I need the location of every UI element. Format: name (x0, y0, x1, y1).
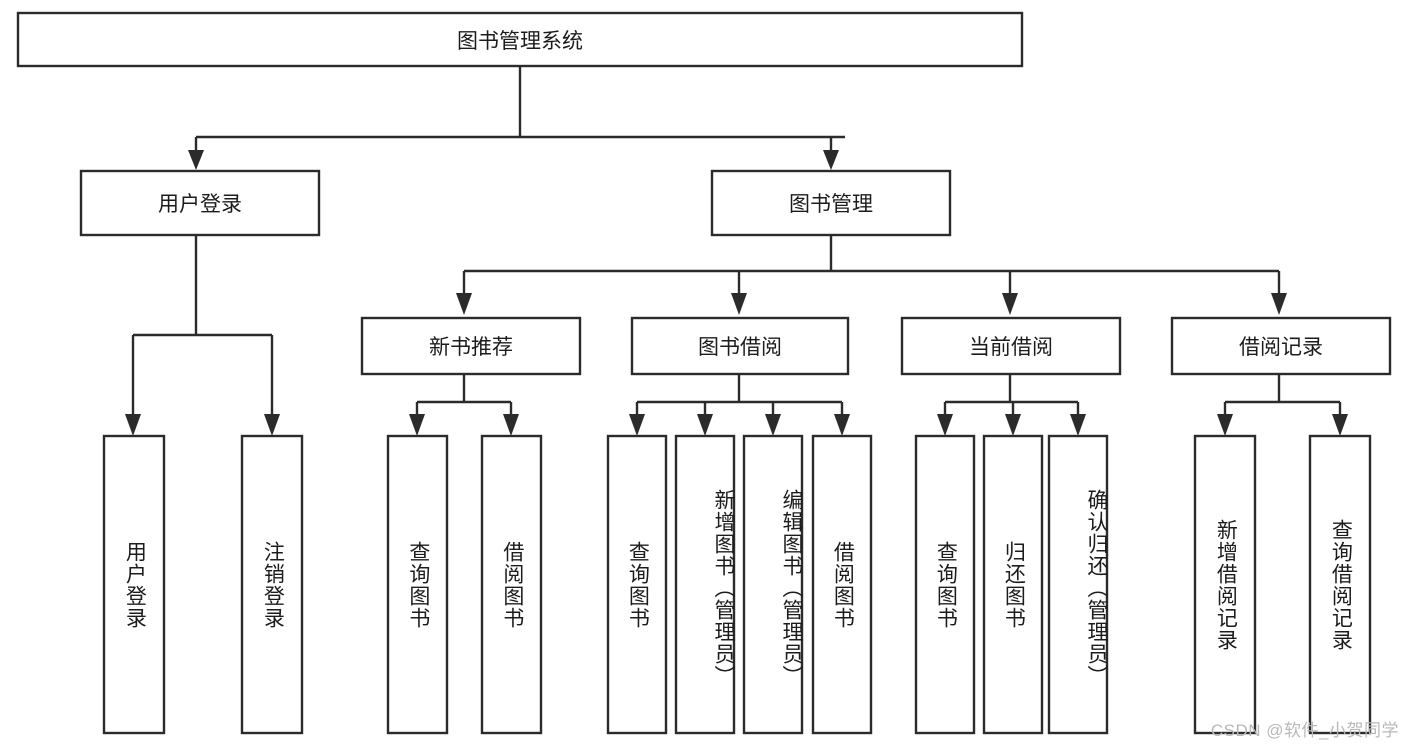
arrow-nb-leaf-2 (503, 414, 519, 436)
arrow-bb-leaf-3 (765, 414, 781, 436)
arrow-user-login-leaf-2 (264, 414, 280, 436)
connector-group-root (188, 66, 845, 170)
arrow-br-leaf-1 (1217, 414, 1233, 436)
connector-group-user-login (125, 235, 280, 436)
node-box-leaf-query-book-3[interactable] (914, 434, 976, 735)
node-box-leaf-add-book[interactable] (674, 434, 736, 735)
node-box-leaf-borrow-book-1[interactable] (480, 434, 543, 735)
node-box-leaf-user-login[interactable] (102, 434, 166, 735)
connector-group-borrow-record (1217, 374, 1348, 436)
node-box-borrow-record[interactable] (1170, 316, 1392, 376)
node-box-user-login[interactable] (79, 169, 321, 237)
connector-group-book-borrow (629, 374, 850, 436)
node-box-root[interactable] (16, 11, 1024, 68)
node-box-leaf-add-record[interactable] (1193, 434, 1257, 735)
node-box-leaf-query-book-2[interactable] (606, 434, 668, 735)
arrow-root-to-user-login (188, 150, 204, 170)
arrow-nb-leaf-1 (409, 414, 425, 436)
node-box-book-management[interactable] (710, 169, 952, 237)
arrow-root-to-book-management (823, 150, 839, 170)
arrow-bb-leaf-4 (834, 414, 850, 436)
arrow-bb-leaf-1 (629, 414, 645, 436)
arrow-bm-to-book-borrow (731, 293, 747, 315)
connector-group-book-management (456, 235, 1287, 315)
node-box-current-borrow[interactable] (900, 316, 1122, 376)
node-box-leaf-logout-login[interactable] (240, 434, 304, 735)
node-box-leaf-confirm-return[interactable] (1047, 434, 1109, 735)
arrow-bb-leaf-2 (697, 414, 713, 436)
arrow-bm-to-borrow-record (1271, 293, 1287, 315)
arrow-bm-to-current-borrow (1002, 293, 1018, 315)
node-box-leaf-query-record[interactable] (1308, 434, 1372, 735)
node-box-leaf-query-book-1[interactable] (386, 434, 449, 735)
node-box-leaf-borrow-book-2[interactable] (811, 434, 873, 735)
arrow-cb-leaf-3 (1070, 414, 1086, 436)
arrow-cb-leaf-1 (937, 414, 953, 436)
arrow-cb-leaf-2 (1005, 414, 1021, 436)
arrow-br-leaf-2 (1332, 414, 1348, 436)
node-box-leaf-return-book[interactable] (982, 434, 1044, 735)
arrow-user-login-leaf-1 (125, 414, 141, 436)
arrow-bm-to-new-book (456, 293, 472, 315)
connector-group-current-borrow (937, 374, 1086, 436)
node-box-new-book-recommend[interactable] (360, 316, 582, 376)
node-box-book-borrow[interactable] (630, 316, 850, 376)
node-box-leaf-edit-book[interactable] (742, 434, 804, 735)
connector-group-new-book (409, 374, 519, 436)
